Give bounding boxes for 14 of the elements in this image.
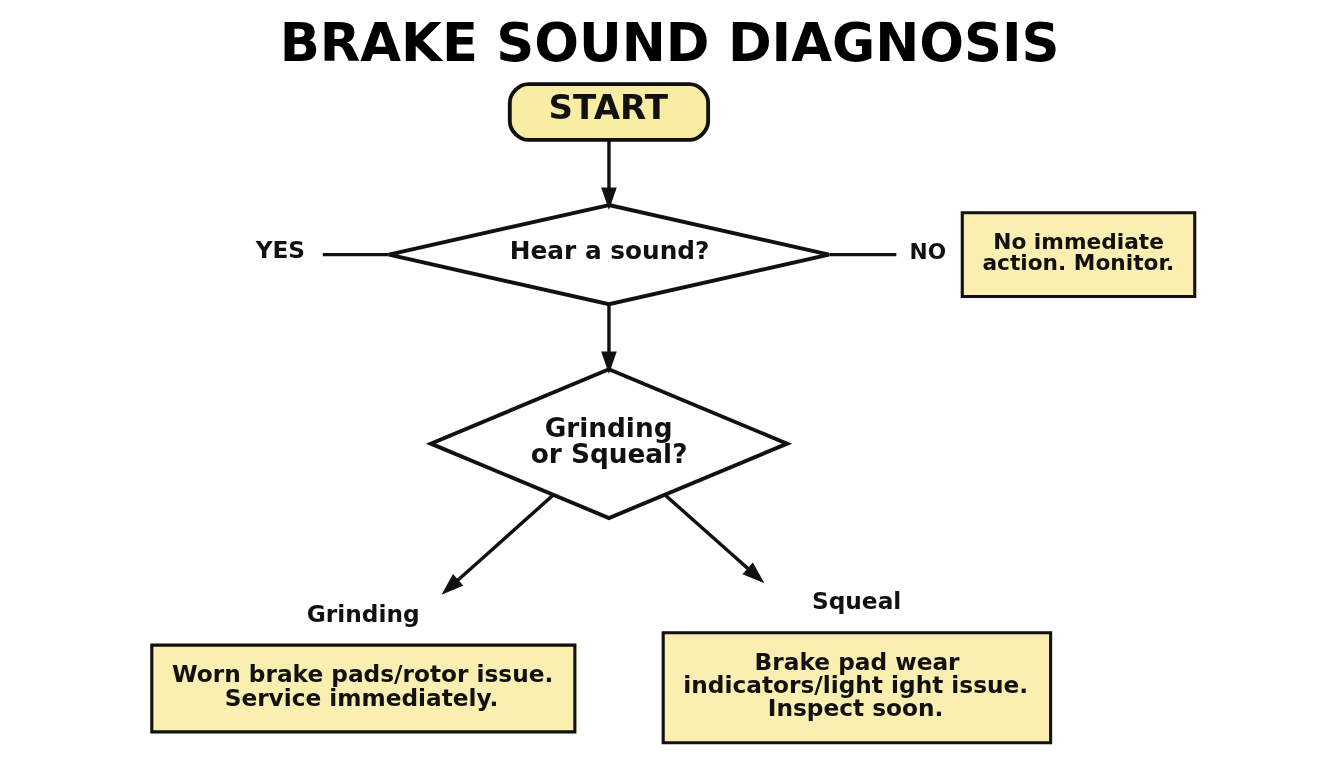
node-diamond: Grinding or Squeal? (425, 367, 792, 521)
arrow (600, 304, 617, 374)
node-label: Grinding (306, 599, 420, 627)
node-text: YES (255, 236, 305, 264)
arrow (600, 140, 617, 210)
node-box: START (507, 82, 710, 142)
arrow (441, 493, 554, 595)
node-label: NO (909, 238, 946, 264)
node-label: Squeal (811, 587, 901, 615)
connector (322, 252, 389, 257)
diagram-title: BRAKE SOUND DIAGNOSIS (279, 12, 1060, 74)
node-diamond: Hear a sound? (386, 203, 831, 307)
arrow (663, 493, 764, 584)
connector (828, 252, 896, 257)
